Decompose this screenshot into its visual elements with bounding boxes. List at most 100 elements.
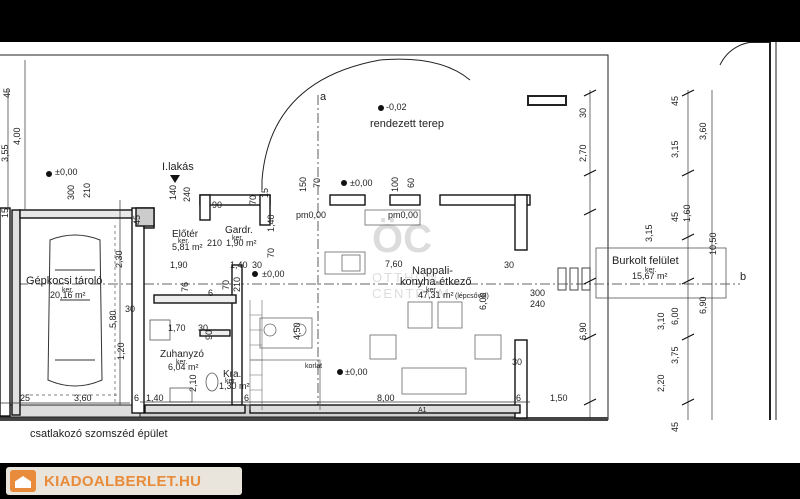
living-room-furniture (250, 209, 502, 410)
floor-plan-drawing: a b csatlakozó szomszéd épület (0, 42, 777, 440)
dimension-label: 4,50 (292, 322, 302, 340)
room-burkolt-area: 15,67 m² (632, 271, 668, 281)
dimension-label: 4,00 (12, 127, 22, 145)
site-name: KIADOALBERLET.HU (44, 472, 202, 490)
dimension-label: 90 (204, 330, 214, 340)
dimension-label: 30 (125, 304, 135, 314)
dimension-label: 45 (670, 212, 680, 222)
room-kra-area: 1,30 m² (219, 381, 250, 391)
dimension-label: 70 (221, 280, 231, 290)
watermark-line2: CENTRUM (372, 286, 451, 301)
dimension-label: 5,80 (108, 310, 118, 328)
dimension-label: 30 (512, 357, 522, 367)
dimension-label: 45 (132, 215, 142, 225)
watermark-mark: ÖC (372, 216, 432, 261)
dimension-label: 1,60 (682, 204, 692, 222)
dimension-label: 70 (266, 248, 276, 258)
dimension-label: 3,15 (644, 224, 654, 242)
dimension-label: 300 (530, 288, 545, 298)
dimension-label: 2,10 (188, 374, 198, 392)
dimension-label: 1,40 (266, 214, 276, 232)
axis-a-label: a (320, 91, 327, 103)
room-eloter-area: 5,81 m² (172, 242, 203, 252)
dimension-label: 2,20 (656, 374, 666, 392)
dimension-label: 150 (298, 177, 308, 192)
dimension-label: 90 (212, 200, 222, 210)
dimension-label: 25 (20, 393, 30, 403)
room-garage-ker: ker. (62, 287, 73, 294)
dimension-label: 6 (516, 393, 521, 403)
dimension-label: 45 (670, 96, 680, 106)
top-black-bar (0, 0, 800, 42)
dimension-label: 6,90 (578, 322, 588, 340)
dimension-label: 76 (180, 282, 190, 292)
dimension-label: 3,55 (0, 144, 10, 162)
gate-arc (719, 42, 760, 66)
dimension-label: 45 (2, 88, 12, 98)
dimension-label: 70 (248, 195, 258, 205)
room-nappali-area: 47,31 m² (418, 290, 454, 300)
dimension-label: 1,20 (116, 342, 126, 360)
right-boundary-wall (750, 42, 771, 420)
dimension-lines (0, 60, 713, 420)
site-logo[interactable]: KIADOALBERLET.HU (6, 467, 242, 495)
dimension-label: 15 (260, 188, 270, 198)
room-labels: Gépkocsi tároló ker. 20,16 m² Előtér ker… (26, 225, 679, 391)
elev-2: ±0,00 (55, 167, 77, 177)
elev-4: ±0,00 (262, 269, 284, 279)
dimension-label: 6 (208, 288, 213, 298)
dimension-label: 210 (82, 183, 92, 198)
dimension-label: 300 (66, 185, 76, 200)
neighbour-label: csatlakozó szomszéd épület (30, 428, 168, 440)
dimension-label: 6,00 (670, 307, 680, 325)
dimension-label: 45 (670, 422, 680, 432)
room-zuhanyzo-area: 6,04 m² (168, 362, 199, 372)
dimension-label: 1,70 (168, 323, 186, 333)
dimension-label: 30 (504, 260, 514, 270)
room-gardr-ker: ker. (232, 235, 243, 242)
dimension-label: 30 (578, 108, 588, 118)
dimension-label: 6 (244, 393, 249, 403)
dimension-label: 8,00 (377, 393, 395, 403)
house-icon (10, 470, 36, 492)
floor-plan-sheet: a b csatlakozó szomszéd épület (0, 42, 800, 463)
watermark: ÖC OTTHON CENTRUM (372, 216, 451, 301)
axis-b-label: b (740, 271, 746, 283)
dimension-label: 3,75 (670, 346, 680, 364)
pm-label-2: pm0,00 (388, 210, 418, 220)
dimension-label: 30 (198, 323, 208, 333)
dimension-label: 6,90 (698, 296, 708, 314)
dimension-label: 3,10 (656, 312, 666, 330)
room-burkolt-name: Burkolt felület (612, 255, 679, 267)
dimension-label: 1,40 (230, 260, 248, 270)
dimension-label: 240 (530, 299, 545, 309)
elevation-markers (46, 105, 384, 375)
dimension-label: 70 (312, 178, 322, 188)
dimension-label: 100 (390, 177, 400, 192)
room-nappali-ker: ker. (426, 287, 437, 294)
terrain-label: rendezett terep (370, 118, 444, 130)
dimension-label: 140 (168, 185, 178, 200)
room-burkolt-ker: ker. (645, 267, 656, 274)
unit-label: I.lakás (162, 161, 194, 173)
room-gardr-area: 1,90 m² (226, 238, 257, 248)
room-eloter-name: Előtér (172, 229, 199, 240)
footer-bar: KIADOALBERLET.HU (0, 463, 800, 499)
dimension-label: 10,50 (708, 232, 718, 255)
dimension-label: 210 (232, 277, 242, 292)
dimension-label: 3,60 (74, 393, 92, 403)
dimension-label: 7,60 (385, 259, 403, 269)
room-zuhanyzo-ker: ker. (176, 359, 187, 366)
dimension-label: 1,40 (146, 393, 164, 403)
dimension-label: 210 (207, 238, 222, 248)
windows (527, 95, 591, 291)
room-gardr-name: Gardr. (225, 225, 253, 236)
elev-3: ±0,00 (350, 178, 372, 188)
dimension-labels: 45 4,00 3,55 15 300 210 140 240 150 70 1… (0, 88, 718, 432)
dimension-ticks (583, 89, 695, 406)
stair-label: korlát (305, 363, 322, 370)
dimension-label: 15 (0, 208, 10, 218)
dimension-label: 240 (182, 187, 192, 202)
room-garage-area: 20,16 m² (50, 290, 86, 300)
